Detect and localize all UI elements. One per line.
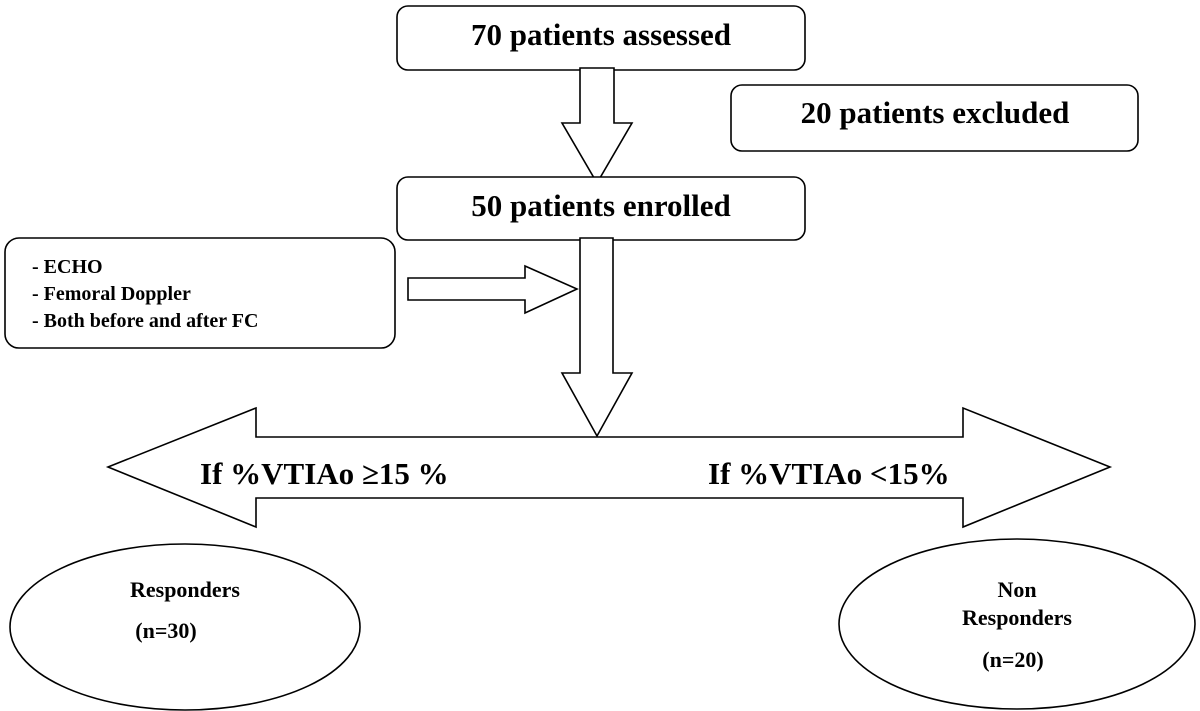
excluded-text: 20 patients excluded <box>801 95 1070 130</box>
down-arrow-2 <box>560 237 634 438</box>
procedure-item-timing: - Both before and after FC <box>32 310 258 332</box>
non-responders-count: (n=20) <box>982 647 1043 672</box>
responders-count: (n=30) <box>135 618 196 643</box>
split-double-arrow <box>105 406 1113 529</box>
condition-right-text: If %VTIAo <15% <box>708 456 950 491</box>
procedures-box: - ECHO - Femoral Doppler - Both before a… <box>4 237 396 349</box>
enrolled-box: 50 patients enrolled <box>396 176 806 241</box>
responders-ellipse: Responders (n=30) <box>9 543 361 711</box>
procedure-item-femoral-doppler: - Femoral Doppler <box>32 283 191 305</box>
condition-left-text: If %VTIAo ≥15 % <box>200 456 449 491</box>
right-arrow-procedures <box>407 264 579 315</box>
assessed-box: 70 patients assessed <box>396 5 806 71</box>
enrolled-text: 50 patients enrolled <box>471 188 731 223</box>
non-responders-label-line2: Responders <box>962 605 1072 630</box>
non-responders-label-line1: Non <box>997 577 1036 602</box>
excluded-box: 20 patients excluded <box>730 84 1139 152</box>
procedure-item-echo: - ECHO <box>32 256 103 278</box>
down-arrow-1 <box>560 67 634 185</box>
responders-label: Responders <box>130 577 240 602</box>
assessed-text: 70 patients assessed <box>471 17 731 52</box>
non-responders-ellipse: Non Responders (n=20) <box>838 538 1196 710</box>
